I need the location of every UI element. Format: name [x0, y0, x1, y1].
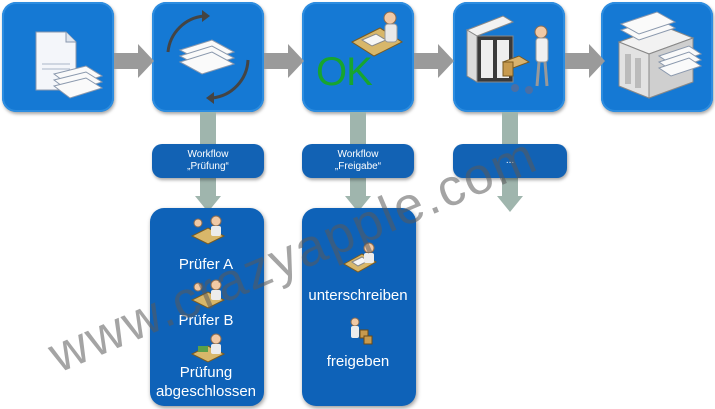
release-label: freigeben [326, 353, 390, 370]
watermark-text: www.crazyapple.com [40, 126, 546, 385]
workflow-pruefung-line2: „Prüfung“ [187, 161, 229, 172]
arrow-right-4 [565, 44, 605, 78]
workflow-freigabe-line2: „Freigabe“ [334, 161, 382, 172]
pruefung-steps-panel: Prüfer A Prüfer B Prüfung abgeschlossen [150, 208, 264, 406]
release-boxes-icon [350, 317, 373, 345]
workflow-pruefung-label: Workflow „Prüfung“ [152, 144, 264, 178]
reviewer-a-icon [190, 215, 226, 245]
step-review-cycle-box [152, 2, 264, 112]
ok-stamp-text: OK [316, 50, 373, 94]
arrow-right-1 [114, 44, 154, 78]
sign-label: unterschreiben [308, 287, 408, 304]
workflow-pruefung-line1: Workflow [187, 149, 229, 160]
step-archive-box [601, 2, 713, 112]
reviewer-a-label: Prüfer A [178, 256, 234, 273]
review-complete-icon [190, 333, 226, 363]
person-at-desk-icon [350, 11, 404, 57]
step-warehouse-box [453, 2, 565, 112]
warehouse-worker-icon [465, 15, 549, 94]
workflow-third-label: ... [453, 144, 567, 178]
freigabe-steps-panel: unterschreiben freigeben [302, 208, 416, 406]
workflow-freigabe-label: Workflow „Freigabe“ [302, 144, 414, 178]
archive-shelves-icon [617, 11, 703, 99]
arrow-right-2 [264, 44, 304, 78]
sign-desk-icon [342, 242, 378, 273]
reviewer-b-icon [190, 279, 226, 309]
arrow-right-3 [414, 44, 454, 78]
step-approval-box: OK [302, 2, 414, 112]
reviewer-b-label: Prüfer B [178, 312, 234, 329]
review-complete-label-1: Prüfung [179, 364, 233, 381]
workflow-freigabe-line1: Workflow [337, 149, 379, 160]
review-complete-label-2: abgeschlossen [155, 383, 257, 400]
cycle-papers-icon [166, 10, 250, 104]
document-stack-icon [35, 31, 104, 99]
workflow-third-text: ... [505, 155, 515, 166]
step-document-box [2, 2, 114, 112]
